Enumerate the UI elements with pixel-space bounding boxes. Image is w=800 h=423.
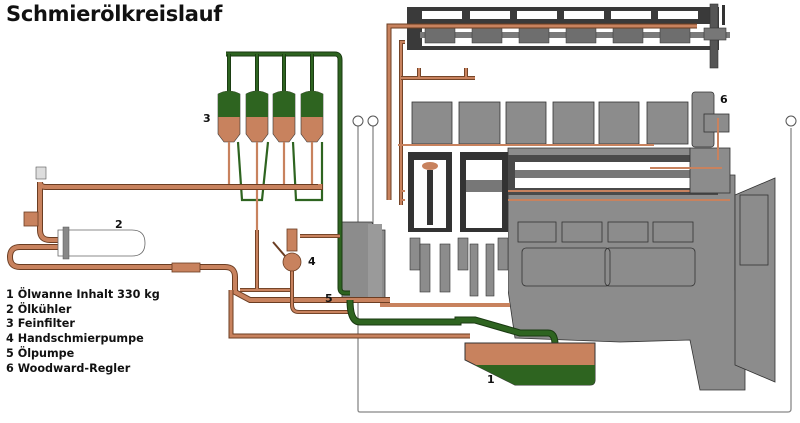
return-oil-lines <box>346 299 559 365</box>
legend-item-governor: 6 Woodward-Regler <box>6 361 131 375</box>
oil-pump <box>341 221 386 301</box>
oil-pan <box>464 342 596 386</box>
legend-item-oil-pan: 1 Ölwanne Inhalt 330 kg <box>6 288 160 301</box>
camshaft-housing <box>407 3 730 69</box>
diagram-title: Schmierölkreislauf <box>6 2 223 26</box>
legend: 1 Ölwanne Inhalt 330 kg 2 Ölkühler 3 Fei… <box>6 288 160 376</box>
callout-fine-filter: 3 <box>203 112 211 125</box>
filter-canister <box>245 90 269 143</box>
filter-canister <box>272 90 296 143</box>
callout-hand-pump: 4 <box>308 255 316 268</box>
callout-oil-cooler: 2 <box>115 218 123 231</box>
legend-item-fine-filter: 3 Feinfilter <box>6 317 75 331</box>
filter-canister <box>217 90 241 143</box>
legend-item-hand-pump: 4 Handschmierpumpe <box>6 332 144 346</box>
pressure-gauges <box>352 115 797 127</box>
gauge-icon <box>367 115 379 127</box>
gauge-icon <box>785 115 797 127</box>
legend-item-oil-cooler: 2 Ölkühler <box>6 302 72 316</box>
gauge-icon <box>352 115 364 127</box>
hand-pump <box>272 228 302 272</box>
pressure-oil-lines <box>6 166 470 339</box>
pressure-oil-lines-top <box>386 23 697 205</box>
callout-governor: 6 <box>720 93 728 106</box>
callout-oil-pan: 1 <box>487 373 495 386</box>
engine-block <box>400 91 776 391</box>
fine-filter-bank <box>217 51 350 296</box>
callout-oil-pump: 5 <box>325 292 333 305</box>
cylinder-heads <box>411 101 689 145</box>
rocker-oil-line <box>398 144 654 146</box>
oil-cooler <box>57 226 146 260</box>
crankcase-cutaway <box>380 152 510 307</box>
legend-item-oil-pump: 5 Ölpumpe <box>6 346 75 360</box>
filter-canister <box>300 90 324 143</box>
